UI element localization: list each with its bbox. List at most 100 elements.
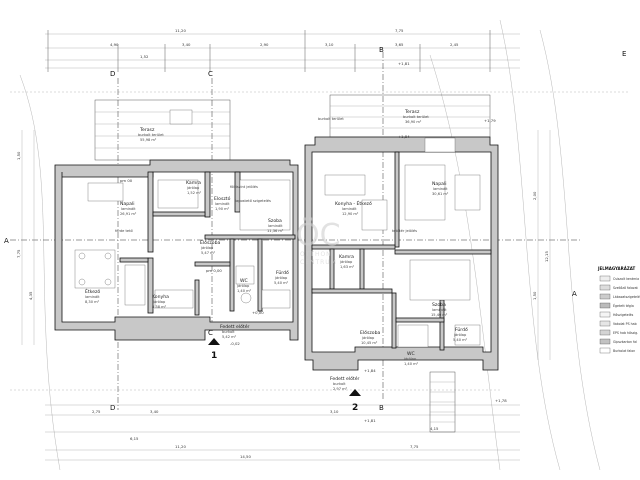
room-fedett-left-sub: burkolt [222, 330, 235, 334]
dim-bottom-b8: 7,75 [410, 444, 419, 449]
dim-side-s3: 4,35 [28, 291, 33, 300]
note-lepcso: földszint jelölés [230, 185, 258, 189]
room-fedett-right-sub: burkolt [333, 382, 346, 386]
legend-item-label: Lábazatszigetelés [613, 295, 640, 299]
room-fedett-right-area: 2,97 m² [333, 387, 348, 391]
note-tudas: tetőtér jelölés [392, 229, 417, 233]
room-wc-left-sub: járólap [236, 284, 250, 288]
room-terasz-left-sub: burkolt terület [138, 133, 164, 137]
room-terasz-left-area: 55,98 m² [140, 138, 157, 142]
dim-bottom-b3: 3,40 [150, 409, 159, 414]
room-napali-left-area: 26,91 m² [120, 212, 137, 216]
legend-item-label: Hőszigetelés [613, 313, 634, 317]
room-wc-right-area: 1,40 m² [404, 362, 419, 366]
dim-top-l2: 3,40 [182, 42, 191, 47]
room-furdo-left-sub: járólap [274, 276, 288, 280]
axis-label-e: E [622, 50, 626, 58]
room-terasz-right-sub: burkolt terület [403, 115, 429, 119]
room-kamra-left-sub: járólap [186, 186, 200, 190]
room-szoba-left-name: Szoba [268, 218, 282, 224]
terrain-contours [10, 19, 630, 471]
note-szigetelt: lapostető szigetelés [235, 199, 271, 203]
left-furniture [74, 179, 291, 309]
axis-label-c-bottom: C [208, 329, 213, 337]
level-pm-a: pm 0,00 [206, 268, 222, 273]
dim-top-r1: 3,10 [325, 42, 334, 47]
dim-top-l3: 2,90 [260, 42, 269, 47]
section-2-arrow-icon [349, 389, 361, 396]
legend-item-label: Gipszkarton fal [613, 340, 637, 344]
level-mid-right: +1,84 [398, 134, 410, 139]
dim-bottom-b1: 2,75 [92, 409, 101, 414]
note-ferde: ferde tető [115, 229, 133, 233]
room-etkezo-left-area: 8,30 m² [85, 300, 100, 304]
room-fedett-left-area: 5,42 m² [222, 335, 237, 339]
dim-bottom-b6: 11,20 [175, 444, 186, 449]
legend-swatch [599, 284, 611, 291]
room-wc-left-name: WC [240, 278, 248, 284]
dim-side-s4: 2,00 [532, 191, 537, 200]
room-kamra-right-name: Kamra [339, 254, 354, 260]
note-burkolt: burkolt terület [318, 117, 344, 121]
room-wc-right-sub: járólap [403, 357, 417, 361]
room-eloszto-left-area: 1,90 m² [215, 207, 230, 211]
room-napali-left-name: Napali [120, 201, 135, 207]
watermark-line1: OTTHON [300, 251, 332, 258]
legend-swatch [599, 347, 611, 354]
room-terasz-right-area: 36,90 m² [405, 120, 422, 124]
left-terrace [94, 99, 231, 161]
room-napali-right-sub: laminált [433, 187, 448, 191]
level-right-edge: +1,78 [495, 398, 507, 403]
watermark-logo: ÖC OTTHON CENTRUM [296, 217, 341, 266]
room-furdo-right-area: 5,40 m² [453, 338, 468, 342]
room-napali-right-area: 30,61 m² [432, 192, 449, 196]
dim-top-r3: 2,45 [450, 42, 459, 47]
dim-bottom-b2: 3,10 [330, 409, 339, 414]
axis-label-a-left: A [4, 237, 9, 245]
legend-swatch [599, 302, 611, 309]
dim-top-l1: 4,90 [110, 42, 119, 47]
legend-swatch [599, 338, 611, 345]
room-konyha-right-area: 12,90 m² [342, 212, 359, 216]
dim-side-s1: 1,50 [16, 151, 21, 160]
legend-title: JELMAGYARÁZAT [597, 266, 636, 271]
level-top-right-a: +1,81 [398, 61, 410, 66]
axis-label-b-bottom: B [379, 404, 384, 412]
axis-label-c-top: C [208, 70, 213, 78]
room-konyha-right-sub: laminált [342, 207, 357, 211]
dim-side-s6: 12,15 [544, 251, 549, 262]
room-kamra-right-area: 1,63 m² [340, 265, 355, 269]
level-ground-right-2: +1,81 [364, 418, 376, 423]
room-szoba-right-name: Szoba [432, 302, 446, 308]
room-eloszoba-left-name: Előszoba [200, 240, 221, 246]
right-terrace [329, 94, 491, 153]
legend-swatch [599, 329, 611, 336]
room-konyha-right-name: Konyha - Étkező [335, 199, 372, 207]
room-szoba-left-sub: laminált [268, 224, 283, 228]
room-terasz-right-name: Terasz [404, 109, 420, 115]
legend-swatch [599, 311, 611, 318]
dim-side-s5: 1,50 [532, 291, 537, 300]
watermark-logo-mark: ÖC [296, 217, 341, 253]
room-eloszto-left-name: Elosztó [214, 195, 231, 202]
dim-top-r2: 3,65 [395, 42, 404, 47]
room-eloszoba-left-sub: járólap [200, 246, 214, 250]
level-pm00: pm 00 [120, 178, 133, 183]
room-eloszto-left-sub: laminált [215, 202, 230, 206]
legend-item-label: Vakolat PS hab [613, 322, 637, 326]
room-furdo-right-name: Fürdő [455, 327, 468, 333]
legend-item-label: Csiszolt kerámia [613, 277, 639, 281]
room-napali-left-sub: laminált [121, 207, 136, 211]
room-napali-right-name: Napali [432, 181, 447, 187]
room-szoba-right-area: 15,40 m² [431, 313, 448, 317]
room-kamra-left-area: 1,52 m² [187, 191, 202, 195]
room-etkezo-left-sub: laminált [85, 295, 100, 299]
room-szoba-right-sub: laminált [432, 308, 447, 312]
section-2-label: 2 [352, 403, 358, 413]
room-konyha-left-sub: járólap [152, 300, 166, 304]
right-furniture [324, 164, 481, 348]
room-konyha-left-name: Konyha [152, 294, 169, 300]
level-top-right-b: +1,79 [484, 118, 496, 123]
